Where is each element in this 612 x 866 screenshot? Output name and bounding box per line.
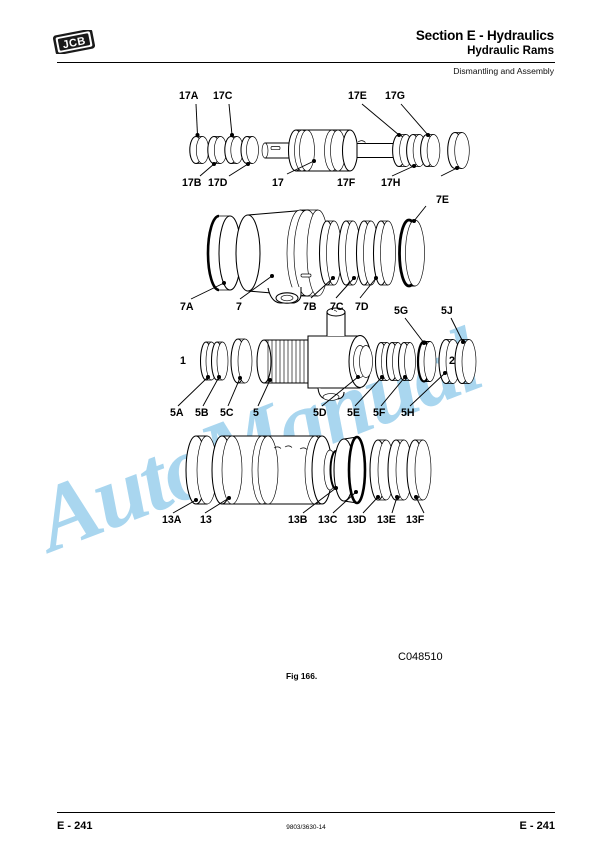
page-title: Section E - Hydraulics bbox=[415, 28, 554, 43]
drawing-code: C048510 bbox=[398, 651, 443, 663]
page-footer: E - 241 9803/3630-14 E - 241 bbox=[0, 796, 612, 866]
callout-5g: 5G bbox=[394, 305, 409, 317]
callout-17e: 17E bbox=[348, 90, 367, 102]
callout-13f: 13F bbox=[406, 514, 425, 526]
header-divider bbox=[57, 62, 555, 63]
callout-5a: 5A bbox=[170, 407, 184, 419]
callout-5e: 5E bbox=[347, 407, 360, 419]
page-number-left: E - 241 bbox=[57, 820, 93, 832]
assembly-7-artwork bbox=[190, 205, 427, 304]
document-number: 9803/3630-14 bbox=[286, 824, 326, 831]
assembly-17-artwork bbox=[189, 103, 470, 177]
callout-13a: 13A bbox=[162, 514, 182, 526]
callout-17a: 17A bbox=[179, 90, 199, 102]
assembly-5-artwork bbox=[177, 307, 477, 407]
callout-5f: 5F bbox=[373, 407, 386, 419]
figure-caption: Fig 166. bbox=[286, 671, 318, 681]
callout-7e: 7E bbox=[436, 194, 449, 206]
callout-13c: 13C bbox=[318, 514, 338, 526]
callout-13e: 13E bbox=[377, 514, 396, 526]
callout-17: 17 bbox=[272, 177, 284, 189]
callout-13b: 13B bbox=[288, 514, 308, 526]
callout-17b: 17B bbox=[182, 177, 202, 189]
exploded-diagram-figure: .ln{fill:none;stroke:#000;stroke-width:1… bbox=[0, 88, 612, 681]
callout-7a: 7A bbox=[180, 301, 194, 313]
callout-17d: 17D bbox=[208, 177, 228, 189]
figure-artwork: .ln{fill:none;stroke:#000;stroke-width:1… bbox=[172, 103, 477, 514]
callout-7d: 7D bbox=[355, 301, 369, 313]
callout-7: 7 bbox=[236, 301, 242, 313]
callout-17c: 17C bbox=[213, 90, 233, 102]
callout-5: 5 bbox=[253, 407, 259, 419]
callout-5j: 5J bbox=[441, 305, 453, 317]
page-header: JCB Section E - Hydraulics Hydraulic Ram… bbox=[0, 0, 612, 90]
callout-1: 1 bbox=[180, 355, 186, 367]
svg-text:JCB: JCB bbox=[62, 35, 87, 51]
callout-13: 13 bbox=[200, 514, 212, 526]
callout-17f: 17F bbox=[337, 177, 356, 189]
page-number-right: E - 241 bbox=[519, 820, 555, 832]
footer-divider bbox=[57, 812, 555, 813]
callout-5d: 5D bbox=[313, 407, 327, 419]
callout-7c: 7C bbox=[330, 301, 344, 313]
callout-5b: 5B bbox=[195, 407, 209, 419]
header-note: Dismantling and Assembly bbox=[453, 66, 554, 76]
callout-17g: 17G bbox=[385, 90, 406, 102]
callout-5c: 5C bbox=[220, 407, 234, 419]
page-subtitle: Hydraulic Rams bbox=[467, 45, 554, 57]
callout-2: 2 bbox=[449, 355, 455, 367]
callout-17h: 17H bbox=[381, 177, 401, 189]
jcb-logo-icon: JCB bbox=[52, 28, 96, 56]
callout-13d: 13D bbox=[347, 514, 367, 526]
assembly-13-artwork bbox=[172, 435, 432, 514]
callout-5h: 5H bbox=[401, 407, 415, 419]
callout-7b: 7B bbox=[303, 301, 317, 313]
